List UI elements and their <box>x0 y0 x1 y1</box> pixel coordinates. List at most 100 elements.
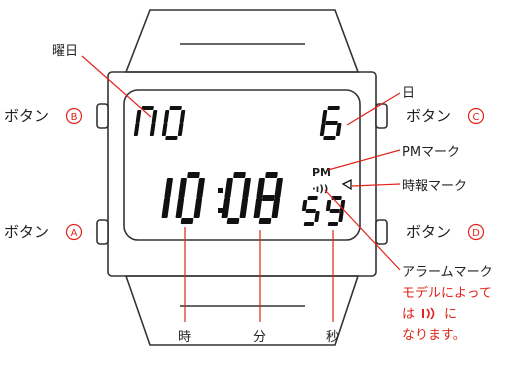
button-a-letter: A <box>71 228 78 239</box>
button-d-letter: D <box>472 228 480 239</box>
lcd-date-char-0 <box>319 106 342 140</box>
lcd-day-of-week-char-0-seg-b <box>151 110 158 123</box>
callout-pm <box>327 149 401 171</box>
lcd-date-char-0-seg-e <box>319 123 326 136</box>
callout-chime <box>351 183 401 187</box>
lcd-day-of-week-char-0-seg-c <box>149 123 156 136</box>
label-minute: 分 <box>253 330 266 345</box>
alarm-note-line2b: に <box>444 307 457 322</box>
callout-date <box>346 92 401 126</box>
callout-lines <box>81 55 401 322</box>
lcd-seconds-digit-1 <box>325 196 346 226</box>
lcd-seconds-digit-0-seg-f <box>301 200 308 211</box>
lcd-minutes-digit-0-seg-f <box>224 178 233 198</box>
lcd-seconds-digit-0-seg-g <box>305 209 316 213</box>
lcd-hours-digit-1-seg-c <box>193 198 203 218</box>
button-a-badge <box>65 223 83 241</box>
display-window <box>123 89 361 241</box>
label-day-of-week: 曜日 <box>52 44 78 59</box>
button-b-knob[interactable] <box>96 103 109 129</box>
top-lug <box>124 9 360 73</box>
button-c-letter: C <box>473 112 480 123</box>
lcd-minutes-digit-0-seg-b <box>242 178 251 198</box>
button-d-badge <box>467 223 485 241</box>
case-body <box>107 71 377 277</box>
lcd-hours-digit-1-seg-f <box>178 178 187 198</box>
lcd-minutes-digit-0-seg-e <box>221 198 231 218</box>
lcd-minutes-digit-1-seg-e <box>253 198 263 218</box>
lcd-minutes-digit-1-seg-d <box>258 218 272 224</box>
alarm-note-line2a: は <box>402 307 415 322</box>
lcd-date-char-0-seg-d <box>323 136 336 140</box>
lcd-seconds-digit-1-seg-b <box>339 200 346 211</box>
chime-icon <box>341 178 352 191</box>
lcd-minutes-digit-1-seg-a <box>265 172 278 178</box>
lcd-minutes-digit-0-seg-c <box>239 198 249 218</box>
lcd-hours-digit-1 <box>175 172 205 224</box>
lcd-hours-digit-1-seg-b <box>196 178 205 198</box>
lcd-digits <box>133 106 346 226</box>
lcd-minutes-digit-0-seg-d <box>226 218 240 224</box>
button-c-badge <box>467 107 485 125</box>
button-c-label[interactable]: ボタン C <box>406 107 485 125</box>
lcd-day-of-week-char-0-seg-a <box>141 106 154 110</box>
lcd-hours-digit-0-seg-c <box>161 198 171 218</box>
lcd-seconds-digit-1-seg-d <box>327 222 339 226</box>
alarm-icon: ·ı)) <box>312 184 328 195</box>
lcd-day-of-week-char-1-seg-d <box>165 136 178 140</box>
label-second: 秒 <box>326 330 339 345</box>
lcd-day-of-week-char-1-seg-a <box>169 106 182 110</box>
alarm-note-line1: モデルによって <box>402 285 492 301</box>
bottom-lug <box>124 275 360 346</box>
lcd-day-of-week-char-1 <box>161 106 186 140</box>
lcd-minutes-digit-1-seg-f <box>256 178 265 198</box>
lcd-day-of-week-char-0 <box>133 106 158 136</box>
button-d-knob[interactable] <box>375 219 388 245</box>
lcd-seconds-digit-0 <box>301 196 320 226</box>
button-b-badge <box>65 107 83 125</box>
lcd-hours-digit-1-seg-d <box>180 218 194 224</box>
lcd-minutes-digit-0 <box>221 172 251 224</box>
lcd-seconds-digit-1-seg-c <box>338 211 344 222</box>
button-d-text: ボタン <box>406 223 451 241</box>
lcd-seconds-digit-0-seg-a <box>307 196 318 200</box>
callout-alarm <box>324 189 401 271</box>
alarm-note-line3: なります。 <box>402 328 466 343</box>
label-hour: 時 <box>178 330 191 345</box>
lcd-minutes-digit-1-seg-c <box>271 198 281 218</box>
button-a-knob[interactable] <box>96 219 109 245</box>
lcd-date-char-0-seg-a <box>327 106 340 110</box>
label-pm-mark: PMマーク <box>402 145 460 160</box>
callout-day-of-week <box>81 55 152 118</box>
button-c-text: ボタン <box>406 107 451 125</box>
lcd-day-of-week-char-1-seg-c <box>177 123 184 136</box>
button-b-letter: B <box>71 112 78 123</box>
lcd-day-of-week-char-1-seg-b <box>179 110 186 123</box>
lcd-date-char-0-seg-c <box>335 123 342 136</box>
button-b-label[interactable]: ボタン B <box>4 107 83 125</box>
button-b-text: ボタン <box>4 107 49 125</box>
lcd-seconds-digit-1-seg-g <box>329 209 340 213</box>
lcd-date-char-0-seg-f <box>321 110 328 123</box>
lcd-hours-digit-0-seg-b <box>164 178 173 198</box>
button-c-knob[interactable] <box>375 103 388 129</box>
pm-mark: PM <box>312 166 331 179</box>
watch-case <box>107 9 377 346</box>
lcd-minutes-digit-1 <box>253 172 283 224</box>
lcd-day-of-week-char-1-seg-f <box>163 110 170 123</box>
lcd-date-char-0-seg-g <box>325 121 338 125</box>
alarm-note-icon <box>422 307 435 320</box>
lcd-seconds-digit-0-seg-d <box>303 222 315 226</box>
button-a-label[interactable]: ボタン A <box>4 223 83 241</box>
label-date: 日 <box>402 86 415 101</box>
lcd-seconds-digit-1-seg-f <box>325 200 332 211</box>
lcd-hours-digit-0 <box>161 178 173 218</box>
button-d-label[interactable]: ボタン D <box>406 223 485 241</box>
lcd-seconds-digit-0-seg-c <box>314 211 320 222</box>
lcd-hours-digit-1-seg-a <box>187 172 200 178</box>
lcd-minutes-digit-0-seg-a <box>233 172 246 178</box>
lcd-minutes-digit-1-seg-g <box>261 195 275 201</box>
lcd-day-of-week-char-0-seg-f <box>135 110 142 123</box>
lcd-day-of-week-char-1-seg-e <box>161 123 168 136</box>
